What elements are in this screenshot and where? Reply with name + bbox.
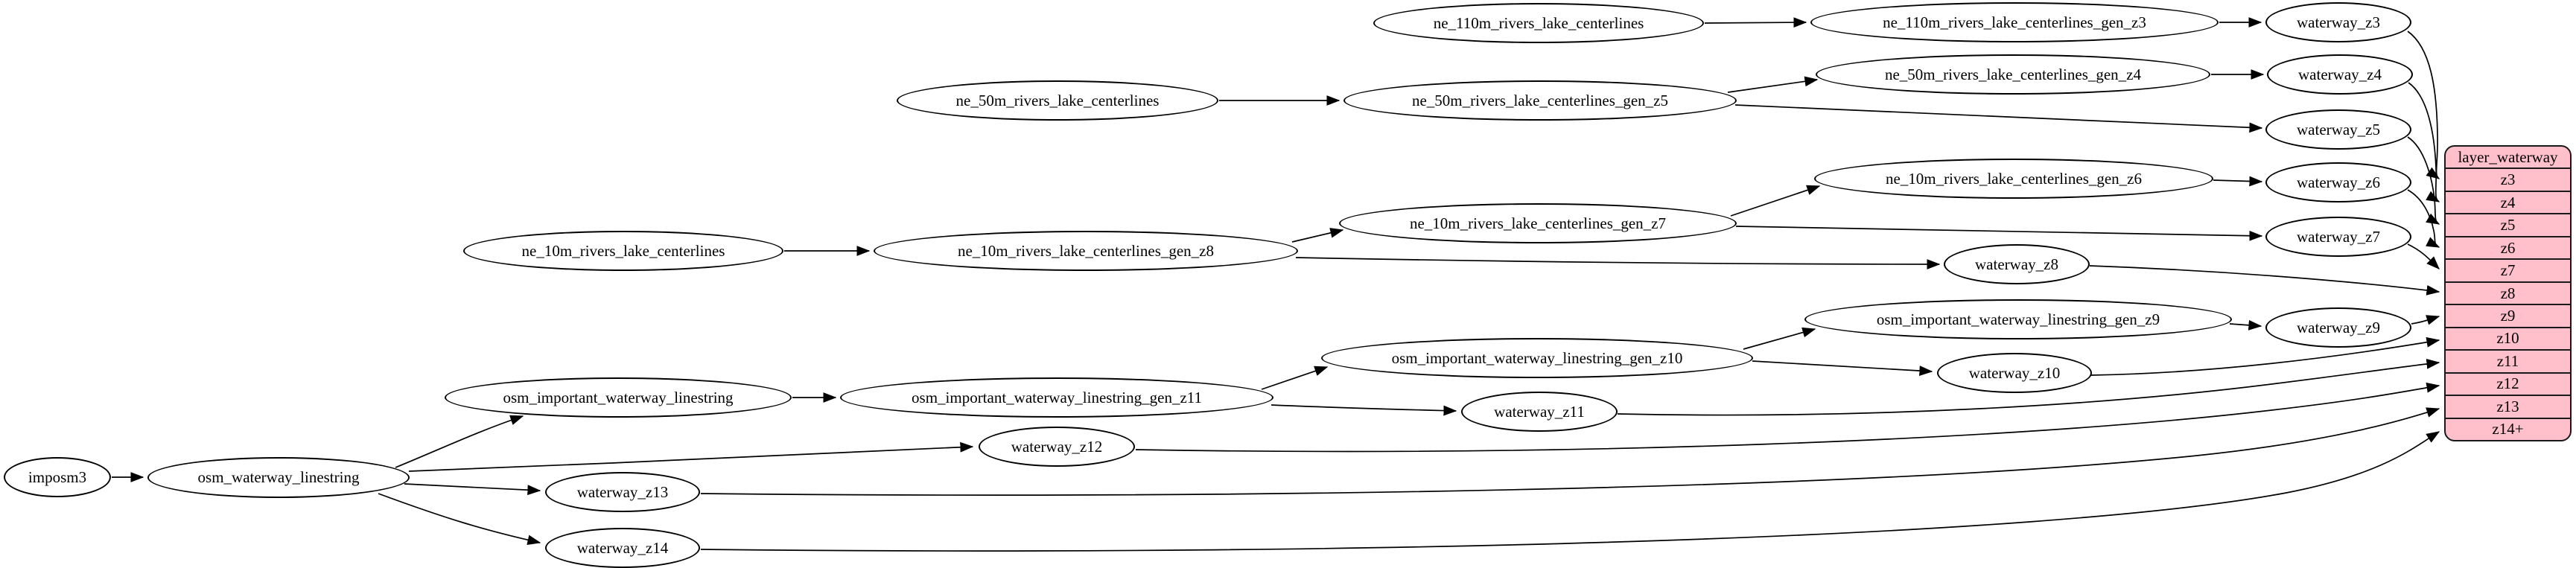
table-row-z5: z5 [2446, 213, 2570, 235]
edge-gen_z6-to-waterway_z6 [2213, 176, 2263, 187]
table-row-z4: z4 [2446, 190, 2570, 213]
edge-waterway_z12-to-row-z12 [1135, 382, 2440, 453]
edge-gen_z11-to-waterway_z11 [1270, 404, 1457, 416]
node-waterway_z9: waterway_z9 [2265, 307, 2411, 348]
edge-gen_z5-to-gen_z4 [1727, 76, 1819, 93]
node-waterway_z13: waterway_z13 [545, 472, 700, 512]
node-waterway_z8: waterway_z8 [1944, 244, 2090, 284]
node-osm_waterway_linestring: osm_waterway_linestring [147, 457, 410, 498]
table-row-z12: z12 [2446, 371, 2570, 395]
edge-gen_z10-to-gen_z9 [1743, 327, 1816, 350]
node-ne_50m_rivers_lake_centerlines_gen_z5: ne_50m_rivers_lake_centerlines_gen_z5 [1343, 80, 1737, 121]
node-osm_important_waterway_linestring_gen_z11: osm_important_waterway_linestring_gen_z1… [840, 377, 1273, 418]
node-waterway_z10: waterway_z10 [1937, 353, 2092, 393]
node-ne_50m_rivers_lake_centerlines_gen_z4: ne_50m_rivers_lake_centerlines_gen_z4 [1816, 54, 2210, 95]
edge-gen_z7-to-waterway_z7 [1735, 226, 2263, 241]
table-row-z3: z3 [2446, 167, 2570, 190]
node-waterway_z11: waterway_z11 [1461, 392, 1618, 432]
edge-gen_z10-to-waterway_z10 [1752, 360, 1933, 376]
node-ne_10m_rivers_lake_centerlines_gen_z8: ne_10m_rivers_lake_centerlines_gen_z8 [874, 231, 1298, 271]
node-osm_important_waterway_linestring_gen_z10: osm_important_waterway_linestring_gen_z1… [1321, 338, 1753, 378]
edge-osm_waterway_linestring-to-waterway_z14 [378, 493, 541, 546]
table-row-z8: z8 [2446, 281, 2570, 304]
node-ne_10m_rivers_lake_centerlines_gen_z7: ne_10m_rivers_lake_centerlines_gen_z7 [1339, 203, 1737, 243]
node-ne_10m_rivers_lake_centerlines_gen_z6: ne_10m_rivers_lake_centerlines_gen_z6 [1814, 159, 2213, 199]
node-imposm3: imposm3 [4, 457, 111, 497]
table-row-z9: z9 [2446, 304, 2570, 326]
edge-waterway_z11-to-row-z11 [1617, 358, 2440, 416]
node-waterway_z5: waterway_z5 [2265, 109, 2411, 150]
node-waterway_z4: waterway_z4 [2267, 54, 2413, 95]
edge-waterway_z6-to-row-z6 [2407, 189, 2440, 248]
node-osm_important_waterway_linestring_gen_z9: osm_important_waterway_linestring_gen_z9 [1804, 299, 2232, 339]
edge-waterway_z14-to-row-z14 [700, 431, 2440, 552]
node-waterway_z14: waterway_z14 [545, 528, 700, 568]
table-row-z7: z7 [2446, 258, 2570, 281]
table-row-z13: z13 [2446, 395, 2570, 417]
edge-waterway_z7-to-row-z7 [2407, 243, 2440, 269]
node-osm_important_waterway_linestring: osm_important_waterway_linestring [445, 377, 792, 418]
node-waterway_z7: waterway_z7 [2265, 217, 2411, 257]
edge-waterway_z8-to-row-z8 [2089, 265, 2440, 296]
node-waterway_z3: waterway_z3 [2265, 2, 2411, 42]
edge-gen_z8-to-gen_z7 [1291, 228, 1344, 243]
table-header-layer-waterway: layer_waterway [2458, 147, 2558, 166]
edge-waterway_z13-to-row-z13 [700, 407, 2440, 496]
table-row-z10: z10 [2446, 326, 2570, 349]
edge-osm_waterway_linestring-to-waterway_z13 [404, 483, 541, 496]
edge-waterway_z4-to-row-z4 [2408, 82, 2440, 202]
node-ne_10m_rivers_lake_centerlines: ne_10m_rivers_lake_centerlines [463, 231, 783, 271]
edge-waterway_z9-to-row-z9 [2411, 315, 2440, 325]
edge-waterway_z5-to-row-z5 [2407, 136, 2440, 225]
edge-gen_z5-to-waterway_z5 [1734, 104, 2263, 133]
edge-gen_z9-to-waterway_z9 [2229, 319, 2262, 331]
table-row-z11: z11 [2446, 349, 2570, 371]
edge-waterway_z10-to-row-z10 [2090, 336, 2440, 376]
node-ne_110m_rivers_lake_centerlines: ne_110m_rivers_lake_centerlines [1373, 3, 1704, 43]
layer-waterway-table: layer_waterway z3 z4 z5 z6 z7 z8 z9 z10 … [2444, 145, 2572, 441]
node-ne_50m_rivers_lake_centerlines: ne_50m_rivers_lake_centerlines [897, 80, 1218, 121]
edge-osm_waterway_linestring-to-waterway_z12 [408, 441, 974, 472]
table-row-z14plus: z14+ [2446, 417, 2570, 440]
edge-ne_110m-to-gen_z3 [1704, 17, 1807, 28]
node-ne_110m_rivers_lake_centerlines_gen_z3: ne_110m_rivers_lake_centerlines_gen_z3 [1810, 2, 2219, 42]
edge-gen_z8-to-waterway_z8 [1295, 257, 1941, 269]
table-row-z6: z6 [2446, 235, 2570, 258]
node-waterway_z12: waterway_z12 [979, 427, 1135, 467]
edge-gen_z11-to-gen_z10 [1261, 366, 1329, 390]
edge-gen_z7-to-gen_z6 [1730, 185, 1821, 217]
node-waterway_z6: waterway_z6 [2265, 162, 2411, 202]
edge-osm_waterway_linestring-to-osm_important_waterway_linestring [395, 415, 524, 468]
